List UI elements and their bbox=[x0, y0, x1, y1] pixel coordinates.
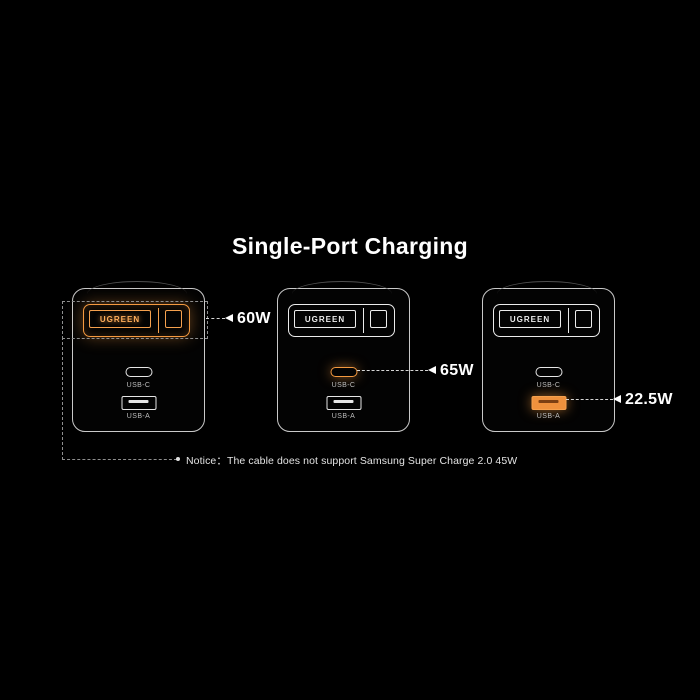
callout-line-22_5w bbox=[566, 399, 613, 400]
callout-line-65w bbox=[357, 370, 428, 371]
usb-c-label: USB-C bbox=[331, 382, 356, 389]
charger-cable-highlight: UGREEN USB-C USB-A bbox=[72, 281, 205, 432]
notice-text: Notice：The cable does not support Samsun… bbox=[186, 455, 518, 467]
module-divider bbox=[363, 308, 364, 333]
retractable-cable-module: UGREEN bbox=[83, 304, 190, 337]
callout-arrow-60w bbox=[225, 314, 233, 322]
charger-usba-highlight: UGREEN USB-C USB-A bbox=[482, 281, 615, 432]
retractable-cable-module: UGREEN bbox=[493, 304, 600, 337]
cable-connector bbox=[165, 310, 182, 328]
callout-line-60w bbox=[206, 318, 225, 319]
cable-connector bbox=[575, 310, 592, 328]
page-title: Single-Port Charging bbox=[232, 233, 468, 259]
callout-arrow-65w bbox=[428, 366, 436, 374]
wattage-label-65w: 65W bbox=[440, 362, 474, 379]
usb-c-port bbox=[125, 367, 152, 377]
module-divider bbox=[158, 308, 159, 333]
retractable-cable-module: UGREEN bbox=[288, 304, 395, 337]
callout-arrow-22_5w bbox=[613, 395, 621, 403]
usb-c-label: USB-C bbox=[126, 382, 151, 389]
notice-dot bbox=[176, 457, 180, 461]
usb-a-tongue bbox=[538, 400, 559, 403]
charger-usbc-highlight: UGREEN USB-C USB-A bbox=[277, 281, 410, 432]
notice-connector-line bbox=[62, 337, 177, 460]
usb-a-port bbox=[121, 396, 156, 410]
usb-a-port bbox=[326, 396, 361, 410]
usb-a-tongue bbox=[333, 400, 354, 403]
usb-c-label: USB-C bbox=[536, 382, 561, 389]
usb-c-port bbox=[330, 367, 357, 377]
usb-a-label: USB-A bbox=[331, 413, 356, 420]
module-divider bbox=[568, 308, 569, 333]
usb-a-tongue bbox=[128, 400, 149, 403]
cable-connector bbox=[370, 310, 387, 328]
usb-a-label: USB-A bbox=[126, 413, 151, 420]
usb-c-port bbox=[535, 367, 562, 377]
wattage-label-60w: 60W bbox=[237, 310, 271, 327]
charger-top-edge bbox=[87, 281, 187, 294]
usb-a-port bbox=[531, 396, 566, 410]
wattage-label-22_5w: 22.5W bbox=[625, 391, 673, 408]
usb-a-label: USB-A bbox=[536, 413, 561, 420]
charger-top-edge bbox=[497, 281, 597, 294]
brand-label: UGREEN bbox=[499, 310, 561, 328]
brand-label: UGREEN bbox=[89, 310, 151, 328]
cable-highlight-dashed-box bbox=[62, 301, 208, 339]
brand-label: UGREEN bbox=[294, 310, 356, 328]
charger-top-edge bbox=[292, 281, 392, 294]
